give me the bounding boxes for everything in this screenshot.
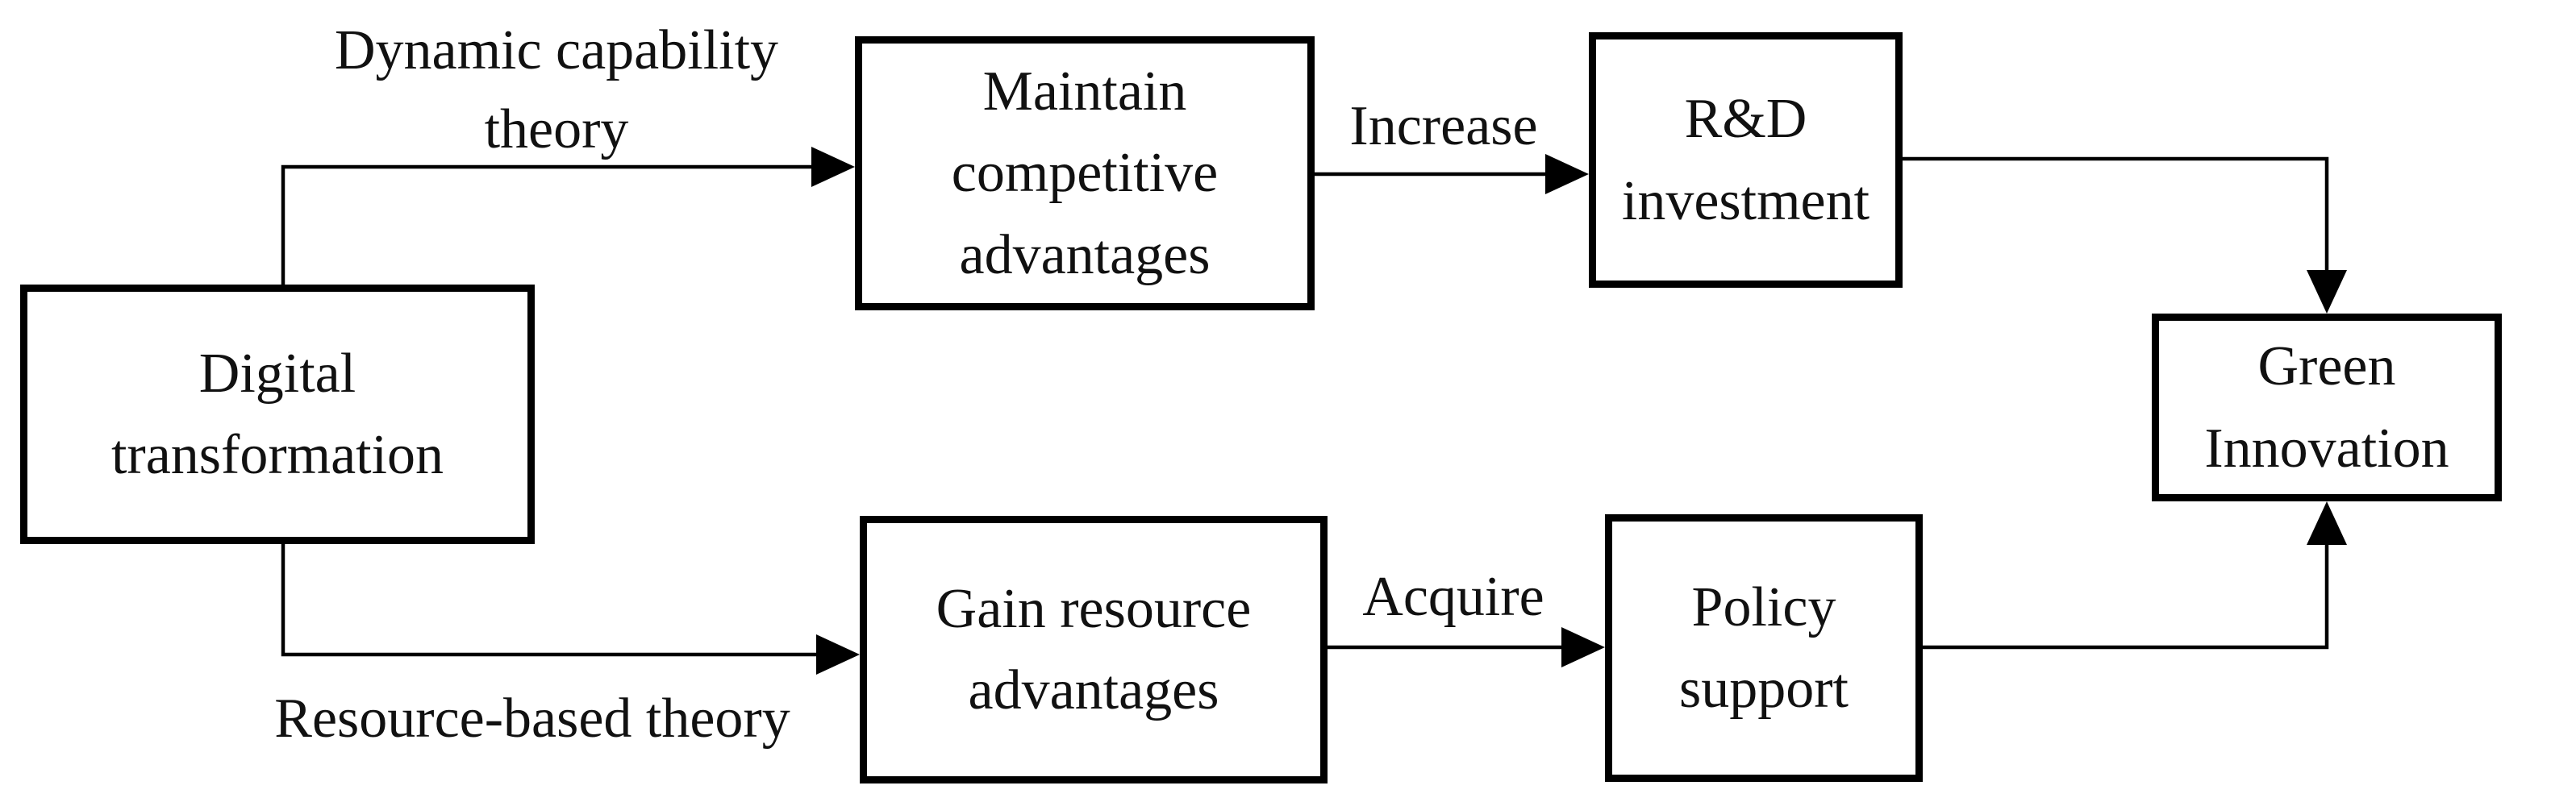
node-green-innovation: Green Innovation [2152, 314, 2502, 501]
edge-rnd-to-green-line [1903, 156, 2329, 275]
edge-digital-to-maintain-line [281, 164, 816, 285]
arrowhead-into-green-bottom [2307, 501, 2347, 545]
edge-policy-to-green-line [1923, 540, 2329, 650]
arrowhead-into-maintain [811, 147, 855, 187]
edge-digital-to-gain-line [281, 544, 821, 657]
node-digital-transformation: Digital transformation [20, 285, 535, 544]
arrowhead-into-rnd [1545, 154, 1589, 194]
arrowhead-into-green-top [2307, 270, 2347, 314]
edge-label-dynamic-capability-theory: Dynamic capability theory [334, 19, 779, 160]
edge-label-acquire: Acquire [1362, 566, 1544, 628]
node-rd-investment: R&D investment [1589, 32, 1903, 288]
edge-label-resource-based-theory: Resource-based theory [274, 688, 790, 750]
node-policy-support: Policy support [1605, 514, 1923, 782]
edge-label-increase: Increase [1349, 95, 1538, 157]
node-maintain-competitive-advantages: Maintain competitive advantages [855, 36, 1315, 310]
node-gain-resource-advantages: Gain resource advantages [860, 516, 1328, 783]
arrowhead-into-gain [816, 634, 860, 675]
arrowhead-into-policy [1561, 627, 1605, 667]
